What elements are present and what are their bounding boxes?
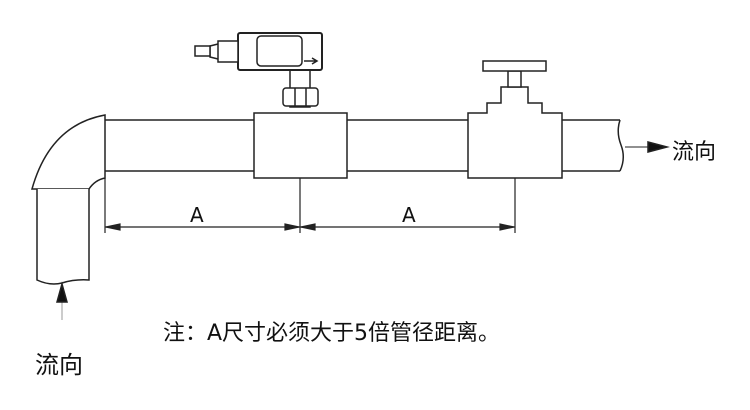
dimension-label-a-2: A	[402, 203, 416, 227]
dimension-lines	[104, 178, 516, 233]
flow-direction-label-bottom: 流向	[35, 351, 83, 379]
elbow	[31, 114, 106, 285]
flow-arrow-right	[625, 141, 670, 153]
dimension-label-a-1: A	[190, 203, 204, 227]
flow-direction-label-right: 流向	[672, 140, 717, 165]
flow-sensor	[194, 32, 348, 179]
valve	[467, 60, 563, 179]
installation-note: 注：A尺寸必须大于5倍管径距离。	[163, 321, 501, 346]
flow-arrow-up	[56, 281, 68, 320]
